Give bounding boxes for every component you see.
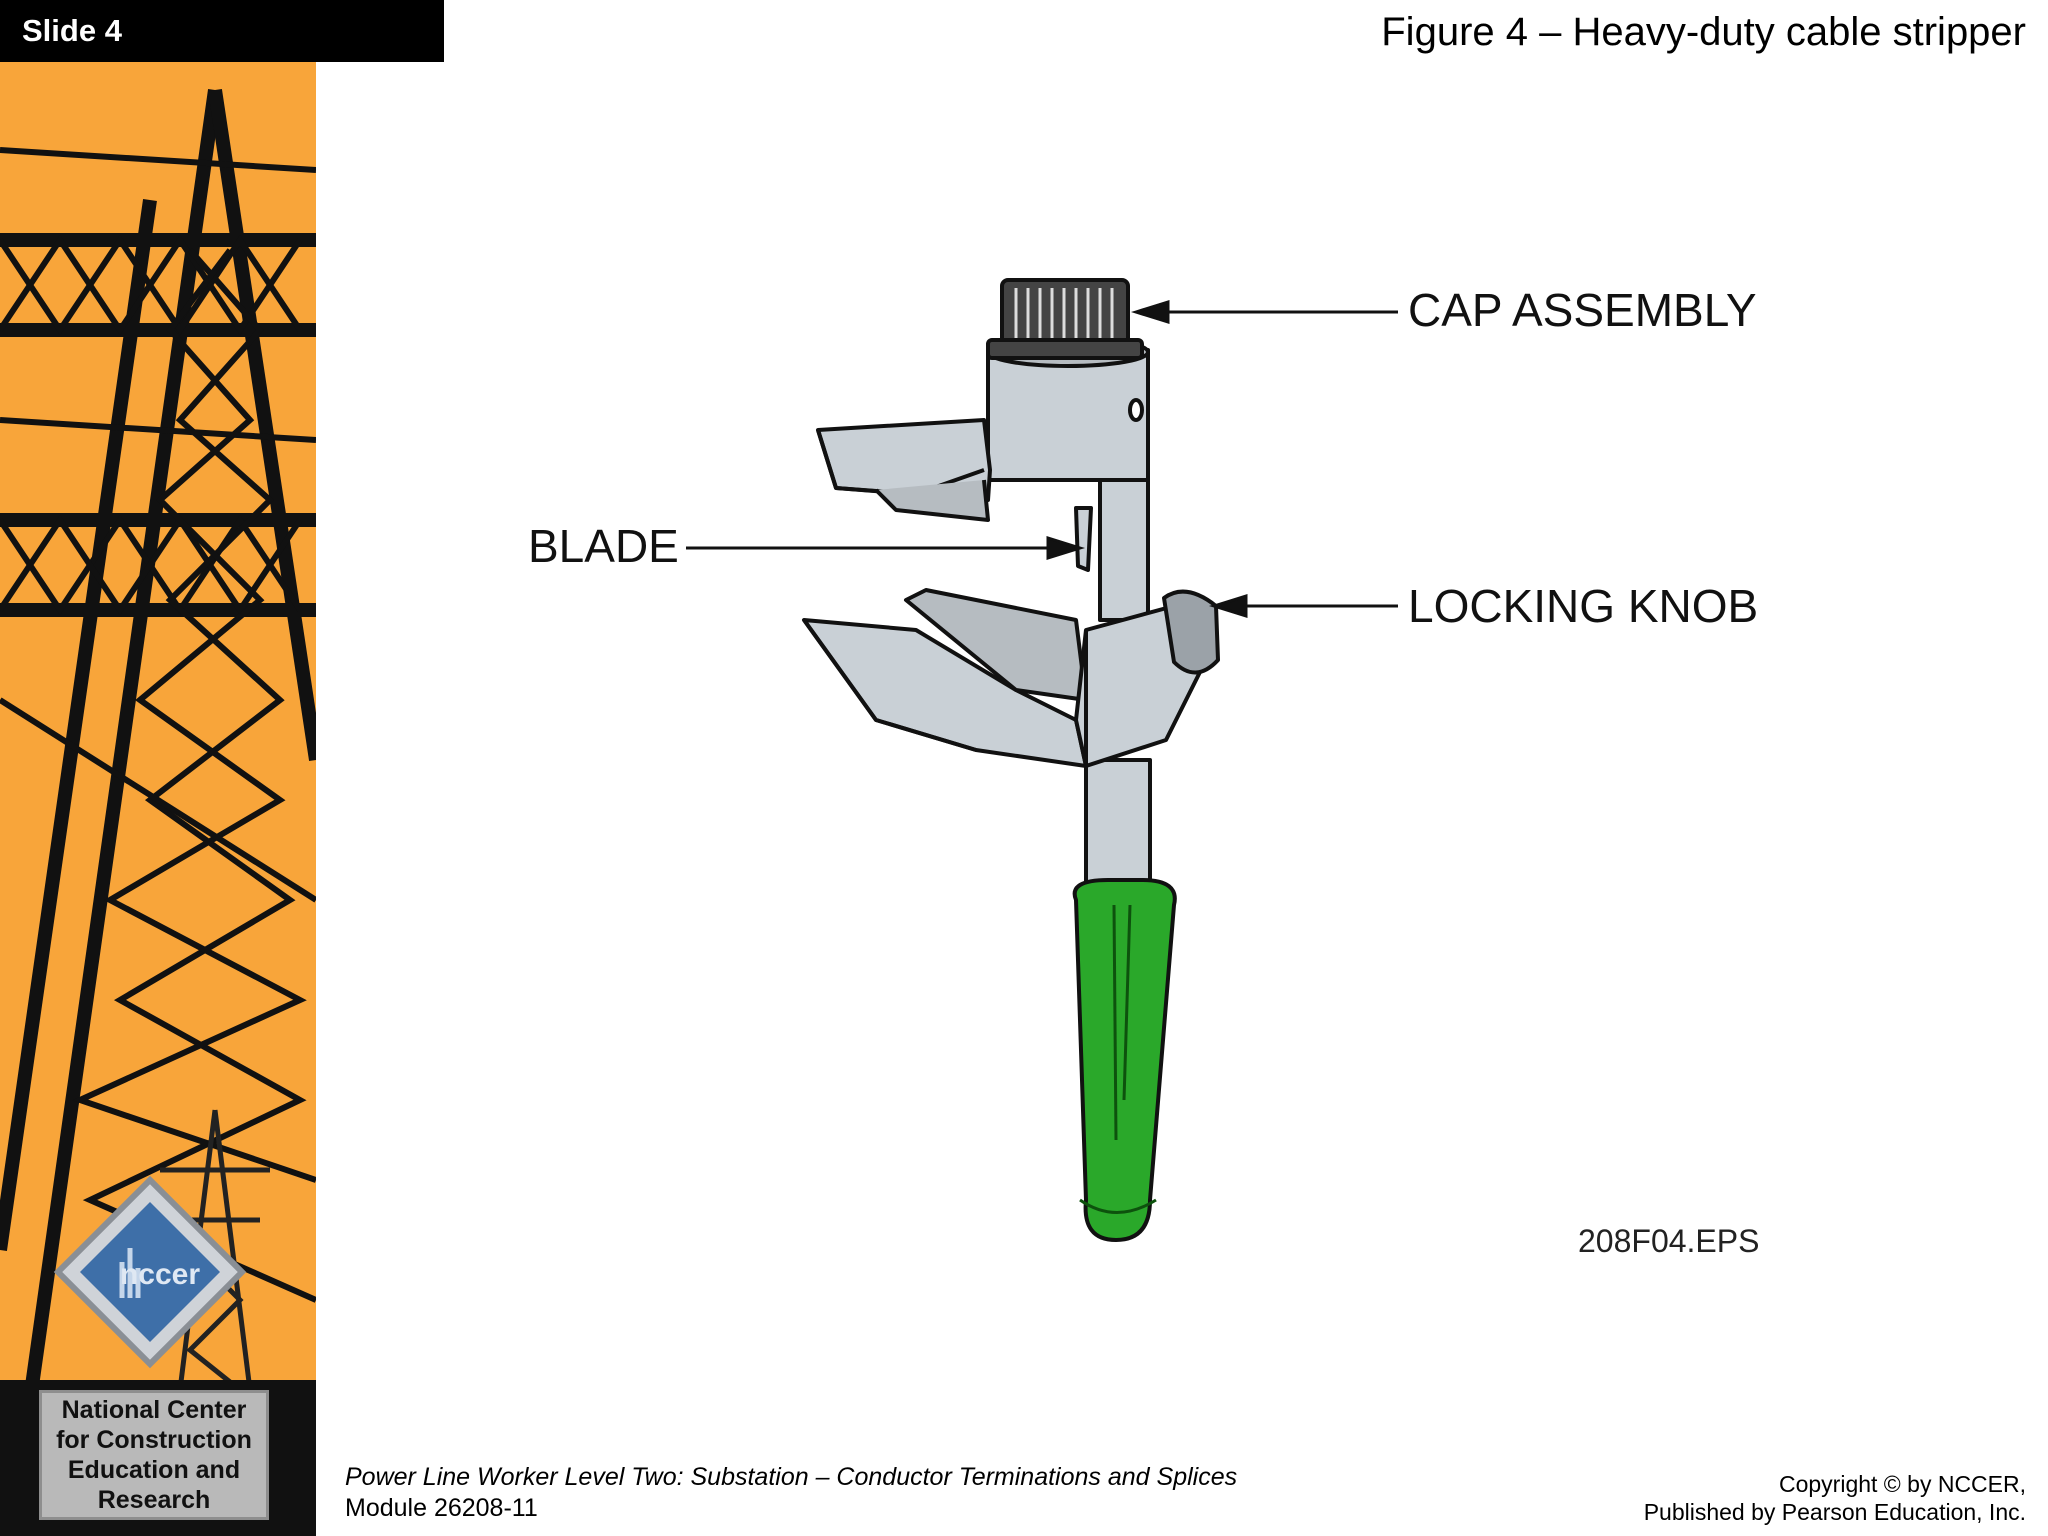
sidebar-banner: nccer National Center for Construction E… [0, 0, 316, 1536]
copyright-line: Copyright © by NCCER, [1778, 1471, 2026, 1497]
logo-line: for Construction [56, 1426, 252, 1454]
cable-stripper-illustration: CAP ASSEMBLY BLADE LOCKING KNOB 208F04.E… [528, 278, 1759, 1259]
figure-title: Figure 4 – Heavy-duty cable stripper [1381, 10, 2026, 54]
blade-callout: BLADE [528, 520, 679, 572]
publisher-line: Published by Pearson Education, Inc. [1643, 1499, 2026, 1525]
logo-wordmark: nccer [120, 1258, 200, 1291]
logo-line: National Center [61, 1396, 247, 1424]
shaft-upper [1098, 478, 1150, 622]
logo-line: Education and [67, 1456, 241, 1484]
footer-course-info: Power Line Worker Level Two: Substation … [345, 1462, 1237, 1524]
slide-number-label: Slide 4 [0, 0, 444, 62]
footer-copyright: Copyright © by NCCER, Published by Pears… [1644, 1470, 2026, 1526]
nccer-logo: nccer [120, 1258, 200, 1291]
logo-caption: National Center for Construction Educati… [39, 1390, 269, 1520]
locking-knob [1162, 589, 1220, 675]
module-number: Module 26208-11 [345, 1494, 538, 1522]
file-reference: 208F04.EPS [1578, 1223, 1759, 1259]
cap-assembly-callout: CAP ASSEMBLY [1408, 284, 1757, 336]
logo-line: Research [97, 1486, 211, 1514]
course-title: Power Line Worker Level Two: Substation … [345, 1463, 1238, 1491]
locking-knob-callout: LOCKING KNOB [1408, 580, 1758, 632]
